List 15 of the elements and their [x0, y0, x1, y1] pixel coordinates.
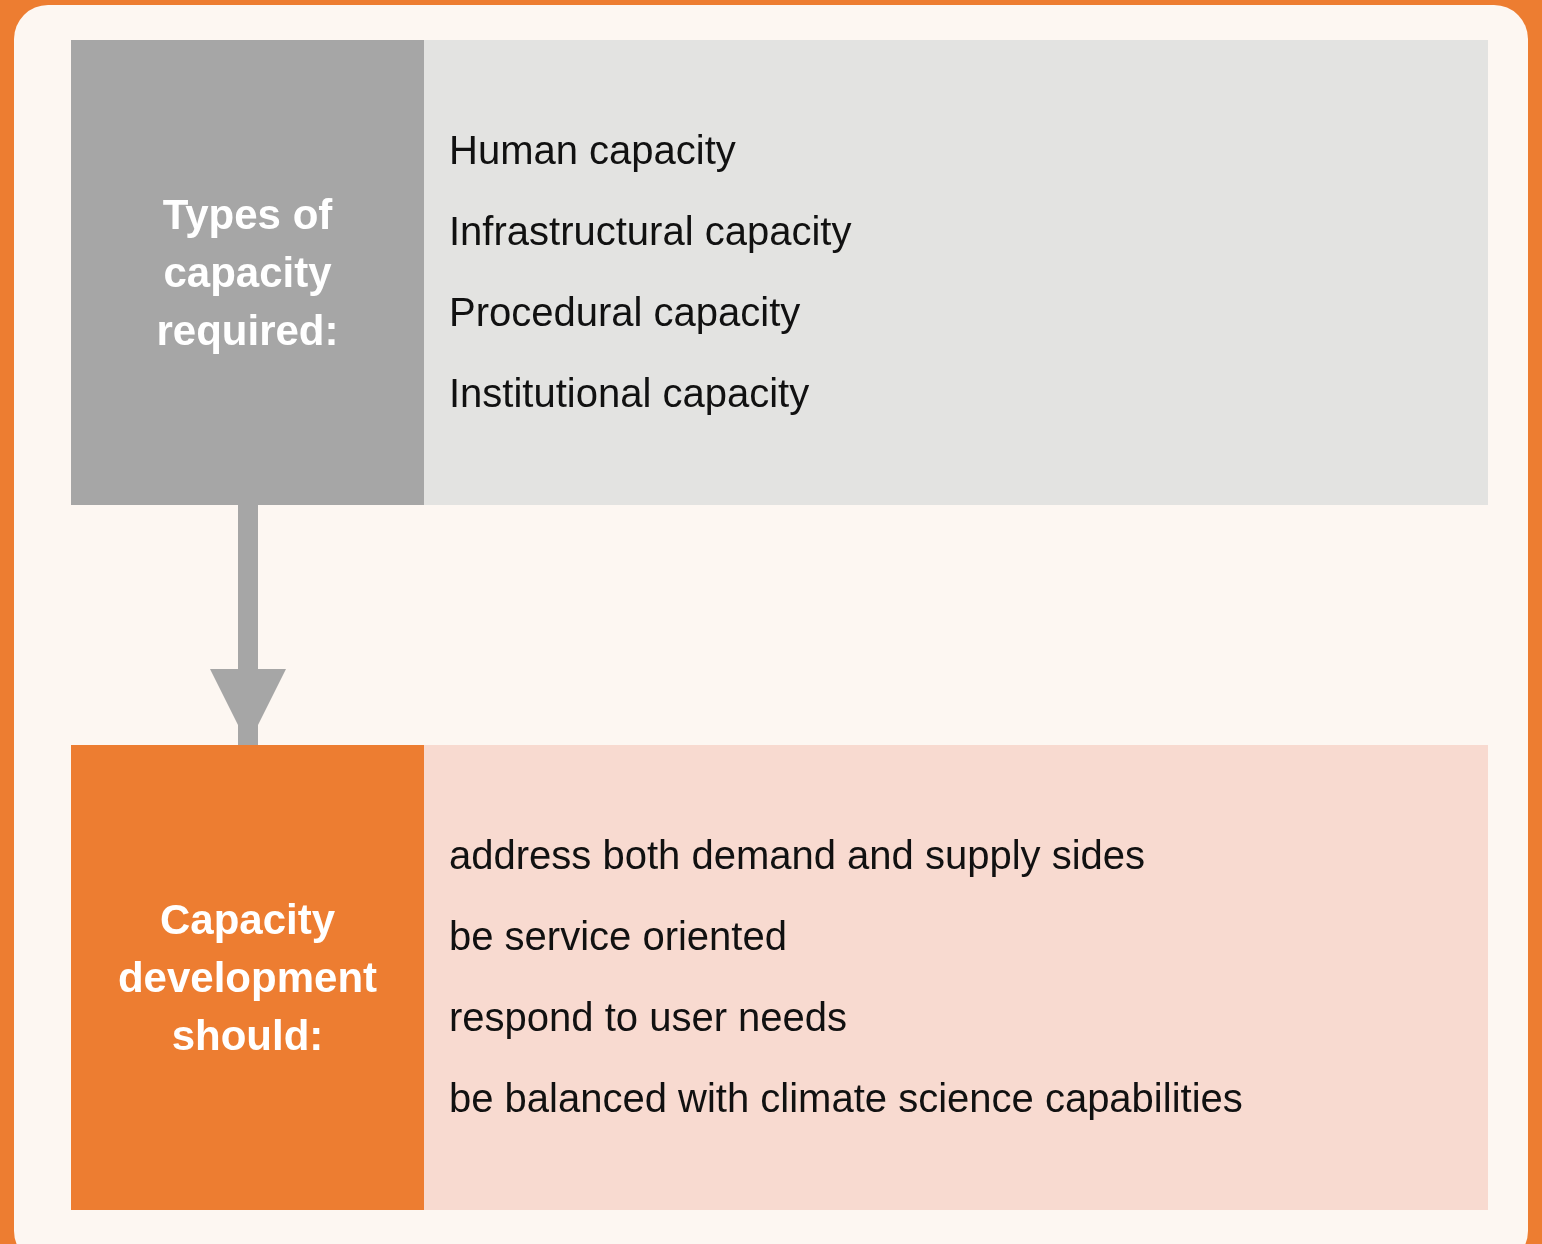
list-item: Infrastructural capacity [449, 208, 852, 255]
category-box [71, 745, 424, 1210]
list-item: address both demand and supply sides [449, 832, 1145, 879]
list-item: Human capacity [449, 127, 736, 174]
box-heading: Types of capacity required: [155, 189, 340, 356]
list-item: be balanced with climate science capabilities [449, 1075, 1243, 1122]
category-box [71, 40, 424, 505]
list-panel [424, 745, 1488, 1210]
box-heading: Capacity development should: [116, 894, 379, 1061]
list-item: respond to user needs [449, 994, 848, 1041]
list-item: Procedural capacity [449, 289, 801, 336]
list-panel [424, 40, 1488, 505]
arrow [210, 505, 286, 745]
list-item: be service oriented [449, 913, 787, 960]
list-item: Institutional capacity [449, 370, 810, 417]
